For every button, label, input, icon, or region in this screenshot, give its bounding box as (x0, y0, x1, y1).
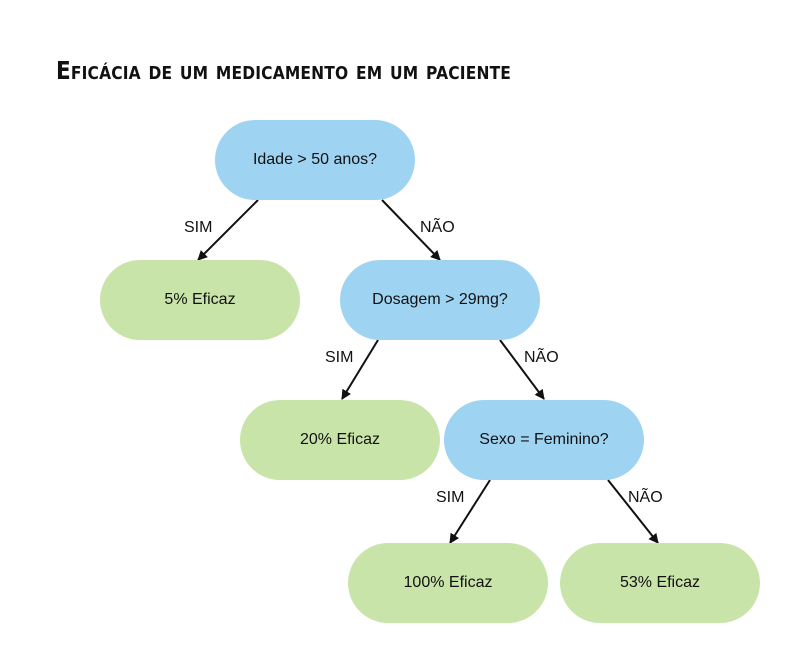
leaf-node-5-percent: 5% Eficaz (100, 260, 300, 340)
edge-q2-leaf2 (341, 339, 379, 400)
edge-label-yes: SIM (436, 489, 465, 506)
leaf-node-100-percent: 100% Eficaz (348, 543, 548, 623)
edge-label-yes: SIM (325, 349, 354, 366)
edge-q1-q2 (381, 199, 441, 261)
edge-label-no: NÃO (420, 219, 455, 236)
edge-label-no: NÃO (524, 349, 559, 366)
leaf-node-53-percent: 53% Eficaz (560, 543, 760, 623)
leaf-node-20-percent: 20% Eficaz (240, 400, 440, 480)
edge-q3-leaf3 (449, 479, 491, 544)
edge-q1-leaf1 (197, 199, 259, 261)
edge-label-yes: SIM (184, 219, 213, 236)
edge-q2-q3 (499, 339, 545, 400)
diagram-title: Eficácia de um medicamento em um pacient… (56, 56, 512, 85)
decision-node-dosage: Dosagem > 29mg? (340, 260, 540, 340)
decision-node-sex: Sexo = Feminino? (444, 400, 644, 480)
edge-q3-leaf4 (607, 479, 659, 544)
decision-node-age: Idade > 50 anos? (215, 120, 415, 200)
edge-label-no: NÃO (628, 489, 663, 506)
